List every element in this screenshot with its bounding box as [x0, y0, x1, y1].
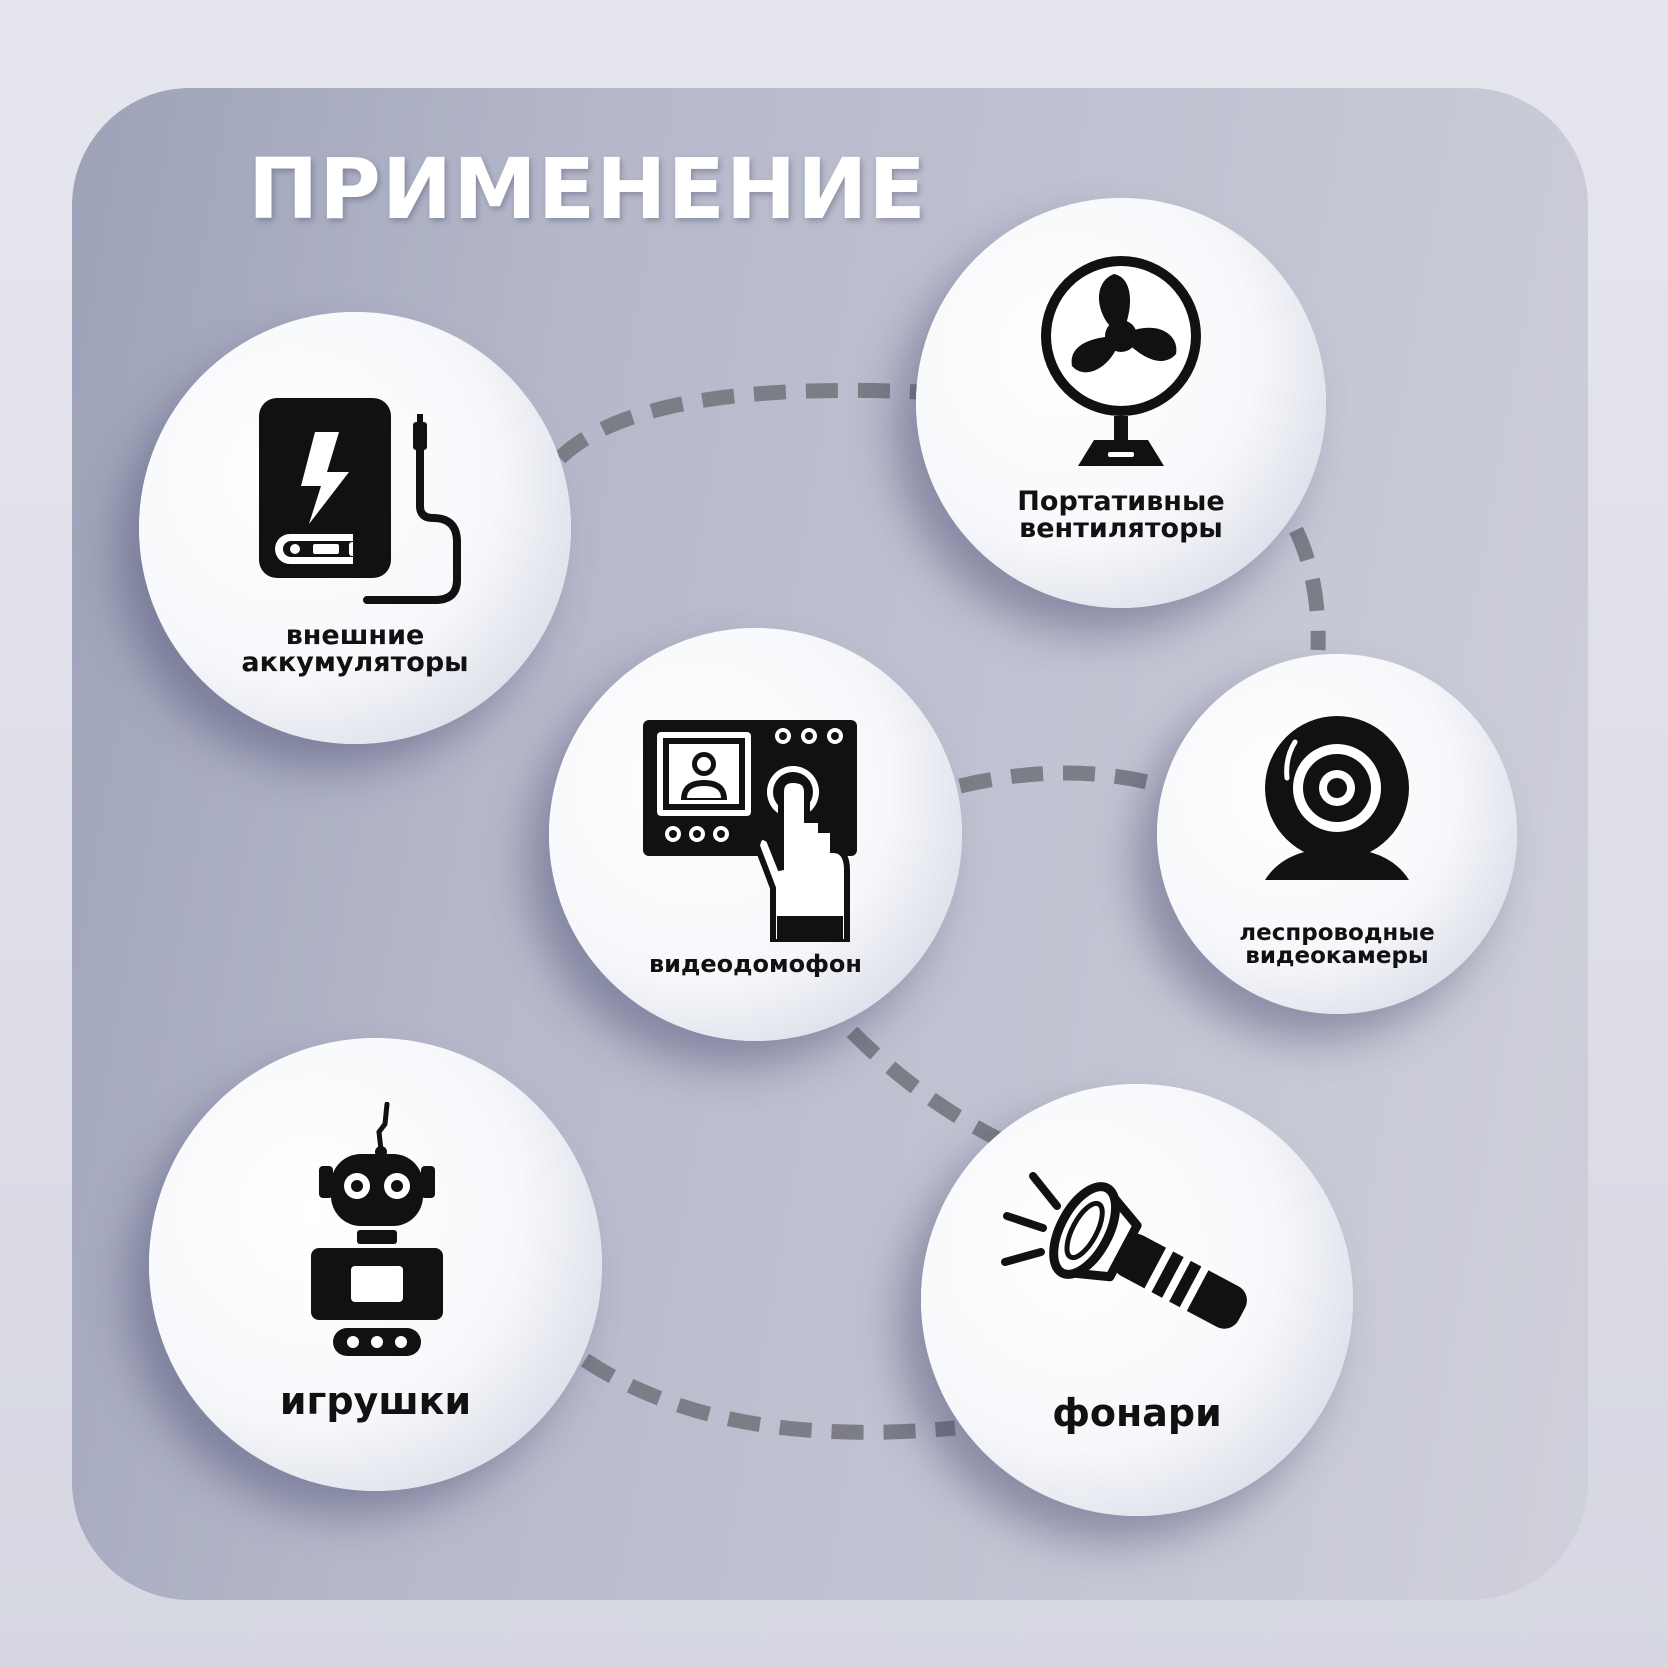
node-toys: игрушки	[149, 1038, 602, 1491]
label-fan: Портативные вентиляторы	[1017, 486, 1225, 544]
flashlight-icon	[1001, 1172, 1247, 1329]
label-intercom: видеодомофон	[648, 950, 862, 978]
video-intercom-icon	[643, 720, 857, 942]
webcam-icon	[1265, 716, 1409, 880]
label-powerbank: внешние аккумуляторы	[241, 620, 469, 678]
power-bank-icon	[259, 398, 461, 604]
label-toys: игрушки	[279, 1379, 472, 1423]
connector-toys-flashlight	[580, 1353, 956, 1440]
connector-fan-webcam	[1289, 526, 1326, 651]
node-powerbank: внешние аккумуляторы	[139, 312, 571, 744]
connector-powerbank-fan	[554, 382, 921, 464]
node-intercom: видеодомофон	[549, 628, 962, 1041]
connector-intercom-flashlight	[846, 1026, 1004, 1147]
page-title: ПРИМЕНЕНИЕ	[248, 140, 927, 238]
label-flashlight: фонари	[1052, 1391, 1222, 1435]
node-fan: Портативные вентиляторы	[916, 198, 1326, 608]
robot-icon	[311, 1102, 443, 1356]
node-flashlight: фонари	[921, 1084, 1353, 1516]
connector-intercom-webcam	[958, 765, 1166, 794]
label-webcam: леспроводные видеокамеры	[1239, 920, 1435, 969]
node-webcam: леспроводные видеокамеры	[1157, 654, 1517, 1014]
fan-icon	[1041, 256, 1201, 466]
